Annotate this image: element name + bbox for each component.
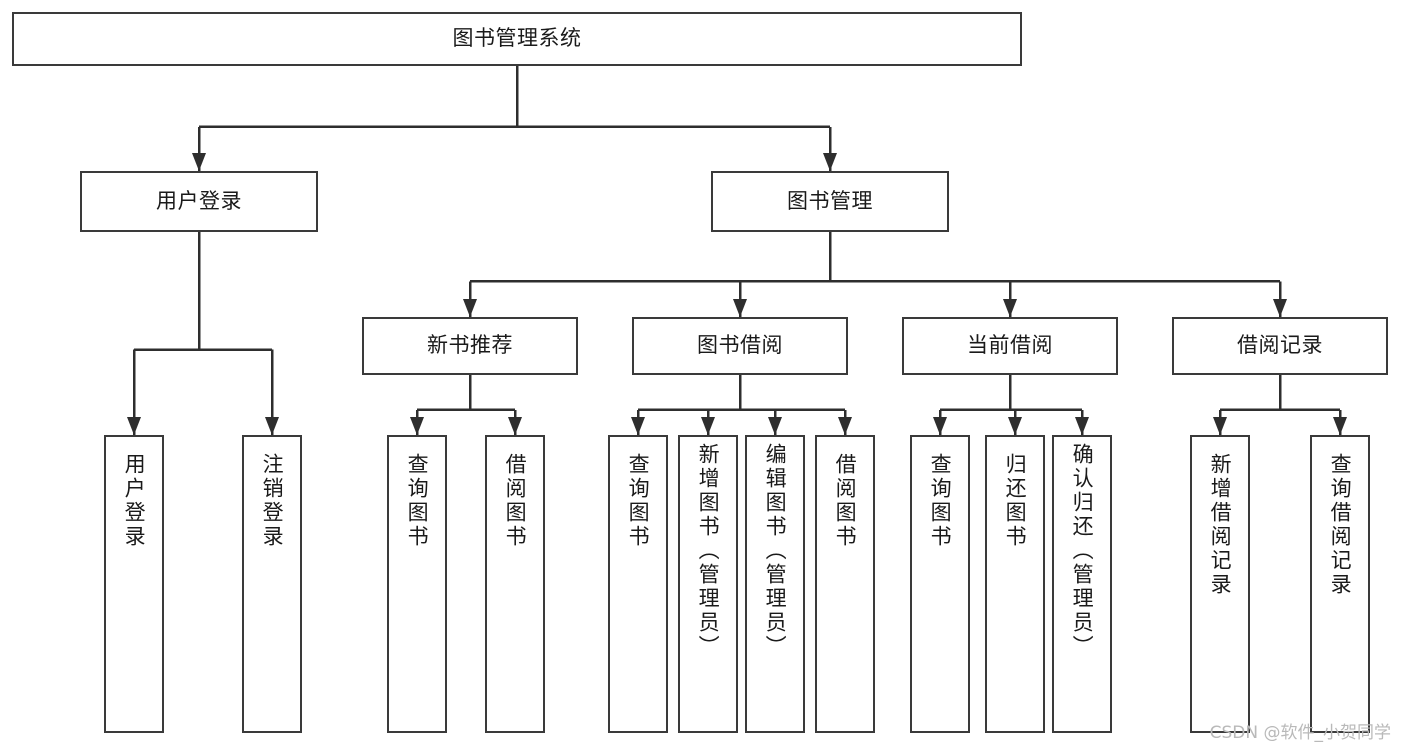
node-label: 查询图书 [405,453,430,549]
leaf-recommend-borrow-book[interactable]: 借阅图书 [485,435,545,733]
node-label: 注销登录 [260,453,285,549]
node-label: 新增图书（管理员） [696,443,721,659]
node-label: 归还图书 [1003,453,1028,549]
node-label: 查询图书 [626,453,651,549]
leaf-record-query-borrow-record[interactable]: 查询借阅记录 [1310,435,1370,733]
leaf-current-query-book[interactable]: 查询图书 [910,435,970,733]
node-label: 当前借阅 [967,333,1053,358]
leaf-recommend-query-book[interactable]: 查询图书 [387,435,447,733]
node-label: 用户登录 [122,453,147,549]
node-label: 用户登录 [156,188,242,213]
node-label: 借阅记录 [1237,333,1323,358]
node-borrowing-record[interactable]: 借阅记录 [1172,317,1388,375]
node-current-borrowing[interactable]: 当前借阅 [902,317,1118,375]
node-book-management[interactable]: 图书管理 [711,171,949,232]
leaf-borrow-borrow-book[interactable]: 借阅图书 [815,435,875,733]
node-label: 借阅图书 [503,453,528,549]
leaf-user-logout[interactable]: 注销登录 [242,435,302,733]
node-root-system[interactable]: 图书管理系统 [12,12,1022,66]
leaf-current-return-book[interactable]: 归还图书 [985,435,1045,733]
leaf-borrow-add-book-admin[interactable]: 新增图书（管理员） [678,435,738,733]
node-label: 新书推荐 [427,333,513,358]
node-label: 借阅图书 [833,453,858,549]
node-new-book-recommendation[interactable]: 新书推荐 [362,317,578,375]
node-label: 图书管理系统 [452,26,582,51]
node-label: 编辑图书（管理员） [763,443,788,659]
node-book-borrowing[interactable]: 图书借阅 [632,317,848,375]
node-label: 图书借阅 [697,333,783,358]
leaf-record-add-borrow-record[interactable]: 新增借阅记录 [1190,435,1250,733]
leaf-current-confirm-return-admin[interactable]: 确认归还（管理员） [1052,435,1112,733]
node-label: 图书管理 [787,188,873,213]
node-label: 查询图书 [928,453,953,549]
node-label: 确认归还（管理员） [1070,443,1095,659]
leaf-user-login[interactable]: 用户登录 [104,435,164,733]
leaf-borrow-query-book[interactable]: 查询图书 [608,435,668,733]
node-label: 查询借阅记录 [1328,453,1353,597]
watermark-text: CSDN @软件_小贺同学 [1209,723,1391,743]
node-user-login[interactable]: 用户登录 [80,171,318,232]
leaf-borrow-edit-book-admin[interactable]: 编辑图书（管理员） [745,435,805,733]
node-label: 新增借阅记录 [1208,453,1233,597]
